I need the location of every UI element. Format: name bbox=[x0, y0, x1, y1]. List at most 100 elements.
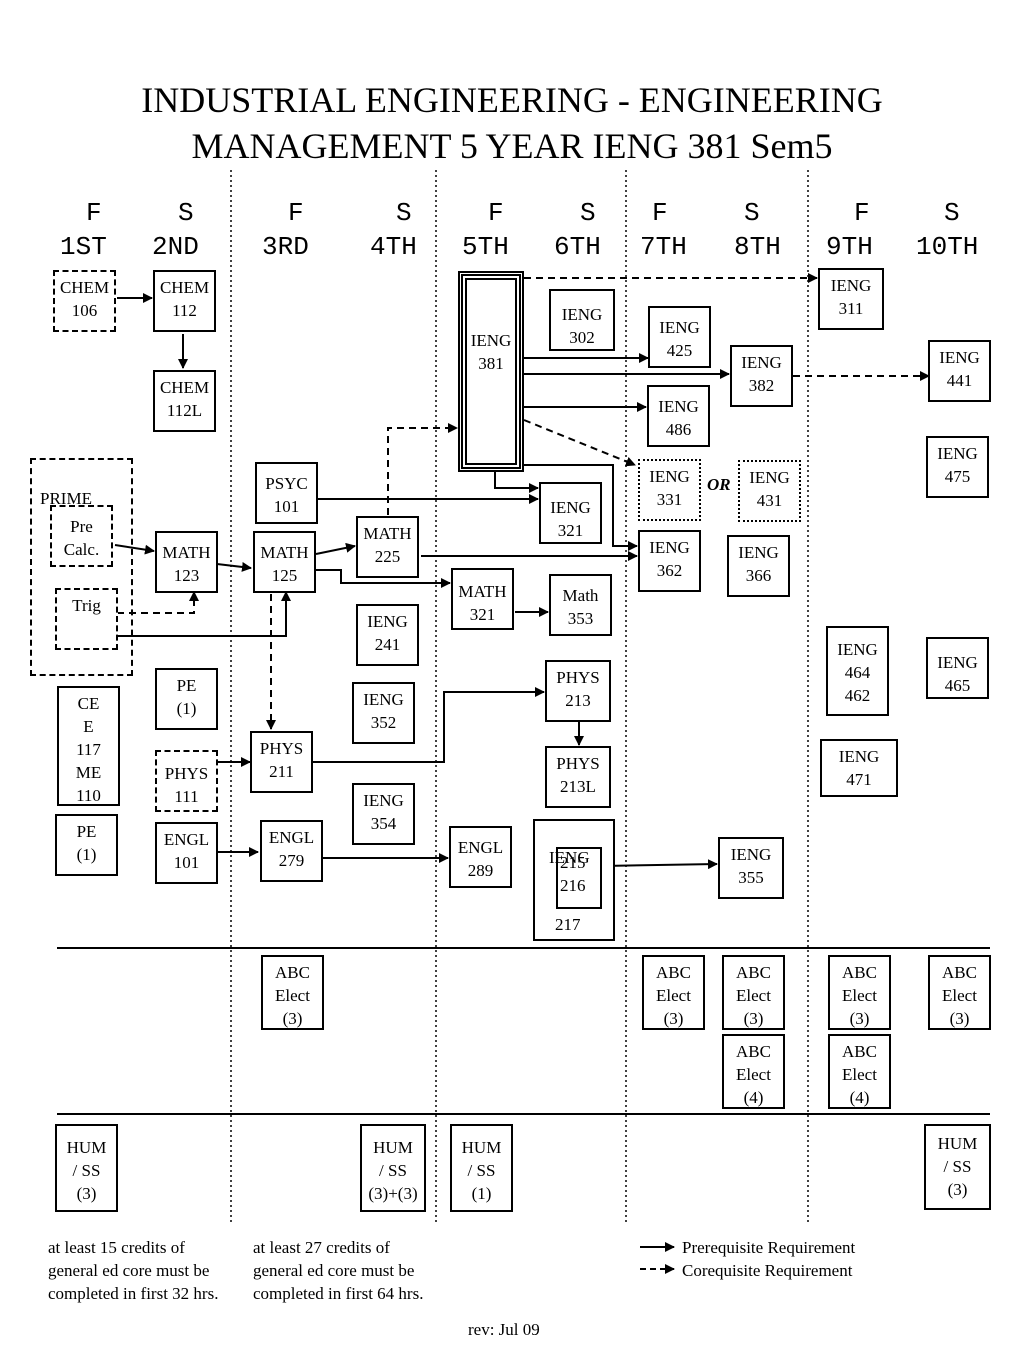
coreq-arrow-math225-ieng381 bbox=[387, 423, 458, 515]
semester-7-term: F bbox=[652, 198, 668, 228]
abc-elective-semester-10: ABC Elect (3) bbox=[928, 955, 991, 1030]
course-ieng-464-462: IENG 464 462 bbox=[826, 626, 889, 716]
page-title-line-1: INDUSTRIAL ENGINEERING - ENGINEERING bbox=[141, 80, 883, 120]
abc-elective-semester-8-b: ABC Elect (4) bbox=[722, 1034, 785, 1109]
note-first-64-hours: at least 27 credits of general ed core m… bbox=[253, 1238, 424, 1303]
semester-3-term: F bbox=[288, 198, 304, 228]
course-pe-year2: PE (1) bbox=[155, 668, 218, 730]
hum-ss-semester-5: HUM / SS (1) bbox=[450, 1124, 513, 1212]
course-ieng-441: IENG 441 bbox=[928, 340, 991, 402]
semester-2-number: 2ND bbox=[152, 232, 199, 262]
course-math-321: MATH 321 bbox=[451, 568, 514, 630]
course-ieng-215-216-217: IENG 215 216 217 bbox=[533, 819, 615, 941]
coreq-arrow-ieng381-ieng331 bbox=[523, 419, 636, 467]
course-cee-117-me-110: CE E 117 ME 110 bbox=[57, 686, 120, 806]
semester-9-number: 9TH bbox=[826, 232, 873, 262]
abc-elective-semester-8-a: ABC Elect (3) bbox=[722, 955, 785, 1030]
course-engl-101: ENGL 101 bbox=[155, 822, 218, 884]
abc-elective-semester-9-a: ABC Elect (3) bbox=[828, 955, 891, 1030]
coreq-arrow-trig-math123 bbox=[117, 591, 199, 614]
course-ieng-362: IENG 362 bbox=[638, 530, 701, 592]
course-ieng-321: IENG 321 bbox=[539, 482, 602, 544]
course-math-123: MATH 123 bbox=[155, 531, 218, 593]
arrow-precalc-math123 bbox=[114, 544, 155, 555]
abc-elective-semester-3: ABC Elect (3) bbox=[261, 955, 324, 1030]
course-math-125: MATH 125 bbox=[253, 531, 316, 593]
hum-ss-semester-1: HUM / SS (3) bbox=[55, 1124, 118, 1212]
course-pe-year1: PE (1) bbox=[55, 814, 118, 876]
course-phys-111: PHYS 111 bbox=[155, 750, 218, 812]
course-ieng-311: IENG 311 bbox=[818, 268, 884, 330]
semester-1-number: 1ST bbox=[60, 232, 107, 262]
prime-group: PRIME bbox=[30, 458, 133, 676]
semester-10-term: S bbox=[944, 198, 960, 228]
arrow-ieng381-ieng362 bbox=[524, 464, 638, 551]
note-first-32-hours: at least 15 credits of general ed core m… bbox=[48, 1238, 219, 1303]
course-math-225: MATH 225 bbox=[356, 516, 419, 578]
course-math-353: Math 353 bbox=[549, 574, 612, 636]
ieng-217-label: 217 bbox=[555, 915, 581, 934]
course-ieng-366: IENG 366 bbox=[727, 535, 790, 597]
hum-ss-semester-10: HUM / SS (3) bbox=[924, 1124, 991, 1210]
course-ieng-241: IENG 241 bbox=[356, 604, 419, 666]
hum-ss-semester-4: HUM / SS (3)+(3) bbox=[360, 1124, 426, 1212]
course-phys-213l: PHYS 213L bbox=[545, 746, 611, 808]
prime-label: PRIME bbox=[40, 489, 92, 508]
course-ieng-354: IENG 354 bbox=[352, 783, 415, 845]
course-ieng-331: IENG 331 bbox=[638, 459, 701, 521]
course-ieng-465: IENG 465 bbox=[926, 637, 989, 699]
course-ieng-486: IENG 486 bbox=[647, 385, 710, 447]
course-ieng-302: IENG 302 bbox=[549, 289, 615, 351]
course-ieng-431: IENG 431 bbox=[738, 460, 801, 522]
arrow-ieng215-ieng355 bbox=[601, 859, 718, 870]
ieng-215-title: IENG bbox=[549, 848, 590, 867]
ieng-215-216-subbox: 215 216 bbox=[556, 847, 602, 909]
course-ieng-471: IENG 471 bbox=[820, 739, 898, 797]
legend-corequisite-label: Corequisite Requirement bbox=[682, 1261, 853, 1280]
semester-6-term: S bbox=[580, 198, 596, 228]
semester-3-number: 3RD bbox=[262, 232, 309, 262]
arrow-math125-math321 bbox=[316, 569, 451, 588]
course-ieng-355: IENG 355 bbox=[718, 837, 784, 899]
course-phys-211: PHYS 211 bbox=[250, 731, 313, 793]
semester-6-number: 6TH bbox=[554, 232, 601, 262]
or-label: OR bbox=[707, 475, 731, 494]
page-title-line-2: MANAGEMENT 5 YEAR IENG 381 Sem5 bbox=[191, 126, 833, 166]
semester-5-term: F bbox=[488, 198, 504, 228]
ieng-381-inner: IENG 381 bbox=[465, 278, 517, 465]
arrow-math125-math225 bbox=[315, 542, 356, 555]
course-chem-112l: CHEM 112L bbox=[153, 370, 216, 432]
semester-8-term: S bbox=[744, 198, 760, 228]
semester-9-term: F bbox=[854, 198, 870, 228]
course-ieng-475: IENG 475 bbox=[926, 436, 989, 498]
abc-elective-semester-7: ABC Elect (3) bbox=[642, 955, 705, 1030]
legend-prerequisite-label: Prerequisite Requirement bbox=[682, 1238, 856, 1257]
course-ieng-381: IENG 381 bbox=[458, 271, 524, 472]
arrow-trig-math125 bbox=[117, 591, 291, 637]
course-pre-calc: Pre Calc. bbox=[50, 505, 113, 567]
course-ieng-352: IENG 352 bbox=[352, 682, 415, 744]
semester-7-number: 7TH bbox=[640, 232, 687, 262]
semester-4-number: 4TH bbox=[370, 232, 417, 262]
semester-4-term: S bbox=[396, 198, 412, 228]
course-ieng-382: IENG 382 bbox=[730, 345, 793, 407]
semester-8-number: 8TH bbox=[734, 232, 781, 262]
ieng-381-label: IENG 381 bbox=[470, 331, 512, 373]
course-phys-213: PHYS 213 bbox=[545, 660, 611, 722]
course-engl-289: ENGL 289 bbox=[449, 826, 512, 888]
abc-elective-semester-9-b: ABC Elect (4) bbox=[828, 1034, 891, 1109]
semester-5-number: 5TH bbox=[462, 232, 509, 262]
course-chem-106: CHEM 106 bbox=[53, 270, 116, 332]
arrow-phys211-phys213 bbox=[312, 687, 545, 763]
arrow-math123-math125 bbox=[216, 561, 252, 572]
course-engl-279: ENGL 279 bbox=[260, 820, 323, 882]
semester-1-term: F bbox=[86, 198, 102, 228]
arrow-ieng381-ieng321 bbox=[494, 472, 539, 493]
course-chem-112: CHEM 112 bbox=[153, 270, 216, 332]
revision-label: rev: Jul 09 bbox=[468, 1320, 540, 1339]
semester-2-term: S bbox=[178, 198, 194, 228]
course-ieng-425: IENG 425 bbox=[648, 306, 711, 368]
course-psyc-101: PSYC 101 bbox=[255, 462, 318, 524]
semester-10-number: 10TH bbox=[916, 232, 979, 262]
